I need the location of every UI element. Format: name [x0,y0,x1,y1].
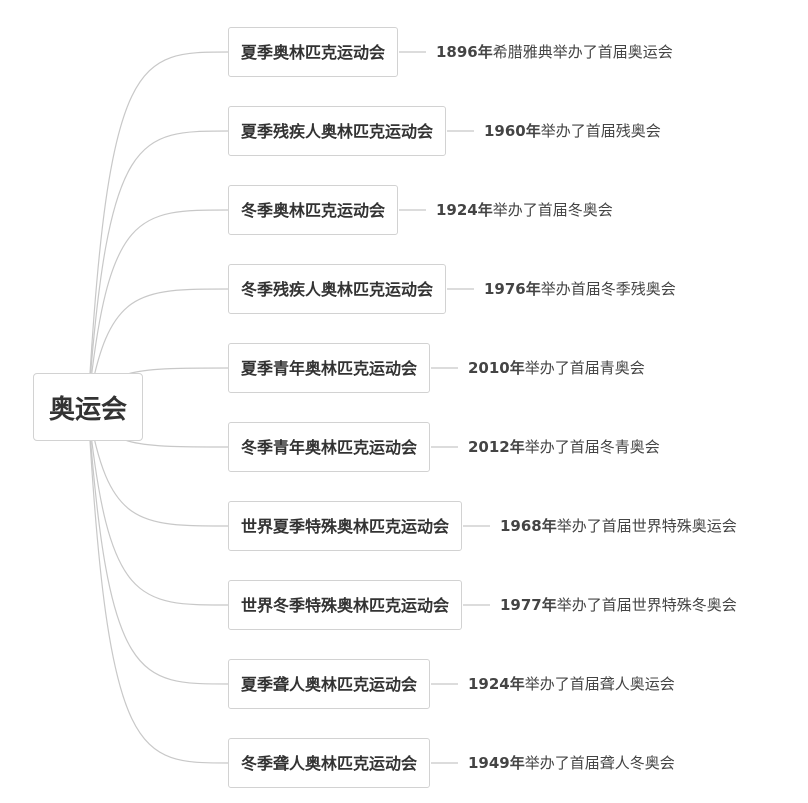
root-branch-connector [87,209,229,408]
note-text: 举办了首届冬青奥会 [524,438,660,456]
note-year: 1924年 [436,201,493,219]
branch-note: 1896年希腊雅典举办了首届奥运会 [436,42,673,62]
branch-node[interactable]: 夏季残疾人奥林匹克运动会 [228,106,447,156]
note-text: 希腊雅典举办了首届奥运会 [492,43,673,61]
note-year: 2012年 [468,438,525,456]
branch-label: 冬季青年奥林匹克运动会 [241,438,418,457]
root-branch-connector [87,406,229,606]
note-year: 1896年 [436,43,493,61]
branch-node[interactable]: 世界冬季特殊奥林匹克运动会 [228,580,463,630]
note-year: 1960年 [484,122,541,140]
branch-label: 夏季奥林匹克运动会 [241,43,386,62]
root-branch-connector [87,130,229,408]
root-node[interactable]: 奥运会 [33,373,143,441]
root-branch-connector [87,406,229,764]
root-branch-connector [87,406,229,685]
note-year: 1977年 [500,596,557,614]
branch-node[interactable]: 世界夏季特殊奥林匹克运动会 [228,501,463,551]
branch-label: 冬季残疾人奥林匹克运动会 [241,280,434,299]
branch-label: 冬季聋人奥林匹克运动会 [241,754,418,773]
note-year: 1968年 [500,517,557,535]
branch-node[interactable]: 冬季青年奥林匹克运动会 [228,422,431,472]
note-text: 举办了首届残奥会 [540,122,661,140]
branch-note: 1949年举办了首届聋人冬奥会 [468,753,675,773]
branch-note: 2012年举办了首届冬青奥会 [468,437,660,457]
branch-label: 冬季奥林匹克运动会 [241,201,386,220]
branch-node[interactable]: 冬季残疾人奥林匹克运动会 [228,264,447,314]
branch-note: 1924年举办了首届聋人奥运会 [468,674,675,694]
branch-note: 1976年举办首届冬季残奥会 [484,279,676,299]
branch-note: 2010年举办了首届青奥会 [468,358,645,378]
branch-label: 世界夏季特殊奥林匹克运动会 [241,517,450,536]
branch-node[interactable]: 夏季奥林匹克运动会 [228,27,399,77]
branch-node[interactable]: 夏季青年奥林匹克运动会 [228,343,431,393]
root-label: 奥运会 [48,394,127,425]
branch-note: 1977年举办了首届世界特殊冬奥会 [500,595,737,615]
branch-label: 世界冬季特殊奥林匹克运动会 [241,596,450,615]
note-year: 1924年 [468,675,525,693]
note-year: 1949年 [468,754,525,772]
root-branch-connector [87,406,229,527]
note-year: 1976年 [484,280,541,298]
note-text: 举办了首届青奥会 [524,359,645,377]
branch-node[interactable]: 冬季奥林匹克运动会 [228,185,399,235]
branch-label: 夏季聋人奥林匹克运动会 [241,675,418,694]
note-text: 举办了首届聋人冬奥会 [524,754,675,772]
note-text: 举办了首届世界特殊奥运会 [556,517,737,535]
branch-note: 1960年举办了首届残奥会 [484,121,661,141]
root-branch-connector [87,51,229,408]
root-branch-connector [87,288,229,408]
branch-node[interactable]: 冬季聋人奥林匹克运动会 [228,738,431,788]
branch-label: 夏季青年奥林匹克运动会 [241,359,418,378]
note-text: 举办了首届世界特殊冬奥会 [556,596,737,614]
branch-node[interactable]: 夏季聋人奥林匹克运动会 [228,659,431,709]
note-text: 举办了首届聋人奥运会 [524,675,675,693]
note-year: 2010年 [468,359,525,377]
branch-note: 1924年举办了首届冬奥会 [436,200,613,220]
branch-label: 夏季残疾人奥林匹克运动会 [241,122,434,141]
note-text: 举办首届冬季残奥会 [540,280,676,298]
branch-note: 1968年举办了首届世界特殊奥运会 [500,516,737,536]
note-text: 举办了首届冬奥会 [492,201,613,219]
